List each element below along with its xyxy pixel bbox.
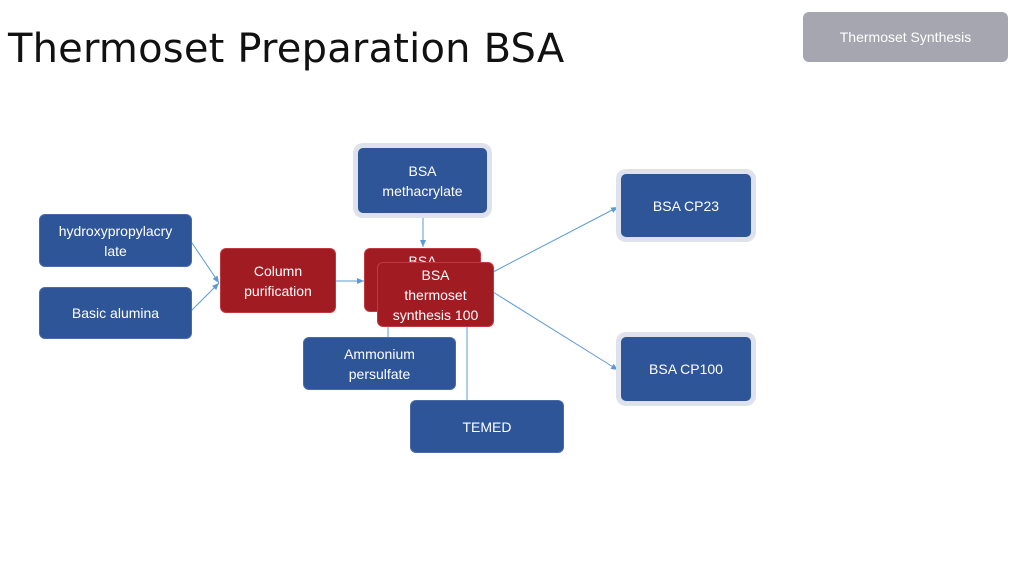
node-label: BSA methacrylate — [382, 162, 463, 199]
node-label: Basic alumina — [71, 305, 160, 321]
node-label: Ammonium persulfate — [344, 345, 415, 382]
page-title: Thermoset Preparation BSA — [8, 26, 565, 72]
node-bsa-cp23[interactable]: BSA CP23 — [621, 174, 751, 237]
node-bsa-thermoset-synthesis-100[interactable]: BSA thermoset synthesis 100 — [378, 263, 493, 326]
link-bsa-to-cp23 — [492, 206, 619, 273]
link-bsa-to-cp100 — [492, 291, 619, 371]
node-temed[interactable]: TEMED — [411, 401, 563, 452]
node-basic-alumina[interactable]: Basic alumina — [40, 288, 191, 338]
node-label: BSA CP100 — [649, 361, 723, 377]
node-column-purification[interactable]: Column purification — [221, 249, 335, 312]
node-bsa-cp100[interactable]: BSA CP100 — [621, 337, 751, 401]
node-label: Column purification — [244, 262, 312, 299]
node-label: BSA CP23 — [652, 197, 720, 214]
node-label: hydroxypropylacry late — [58, 222, 173, 259]
section-tag[interactable]: Thermoset Synthesis — [803, 12, 1008, 62]
node-label: TEMED — [462, 418, 512, 435]
node-label: BSA thermoset synthesis 100 — [392, 266, 479, 323]
link-hydroxy-to-column — [189, 239, 220, 284]
link-alumina-to-column — [189, 282, 220, 313]
node-hydroxypropylacrylate[interactable]: hydroxypropylacry late — [40, 215, 191, 266]
node-ammonium-persulfate[interactable]: Ammonium persulfate — [304, 338, 455, 389]
node-bsa-methacrylate[interactable]: BSA methacrylate — [358, 148, 487, 213]
